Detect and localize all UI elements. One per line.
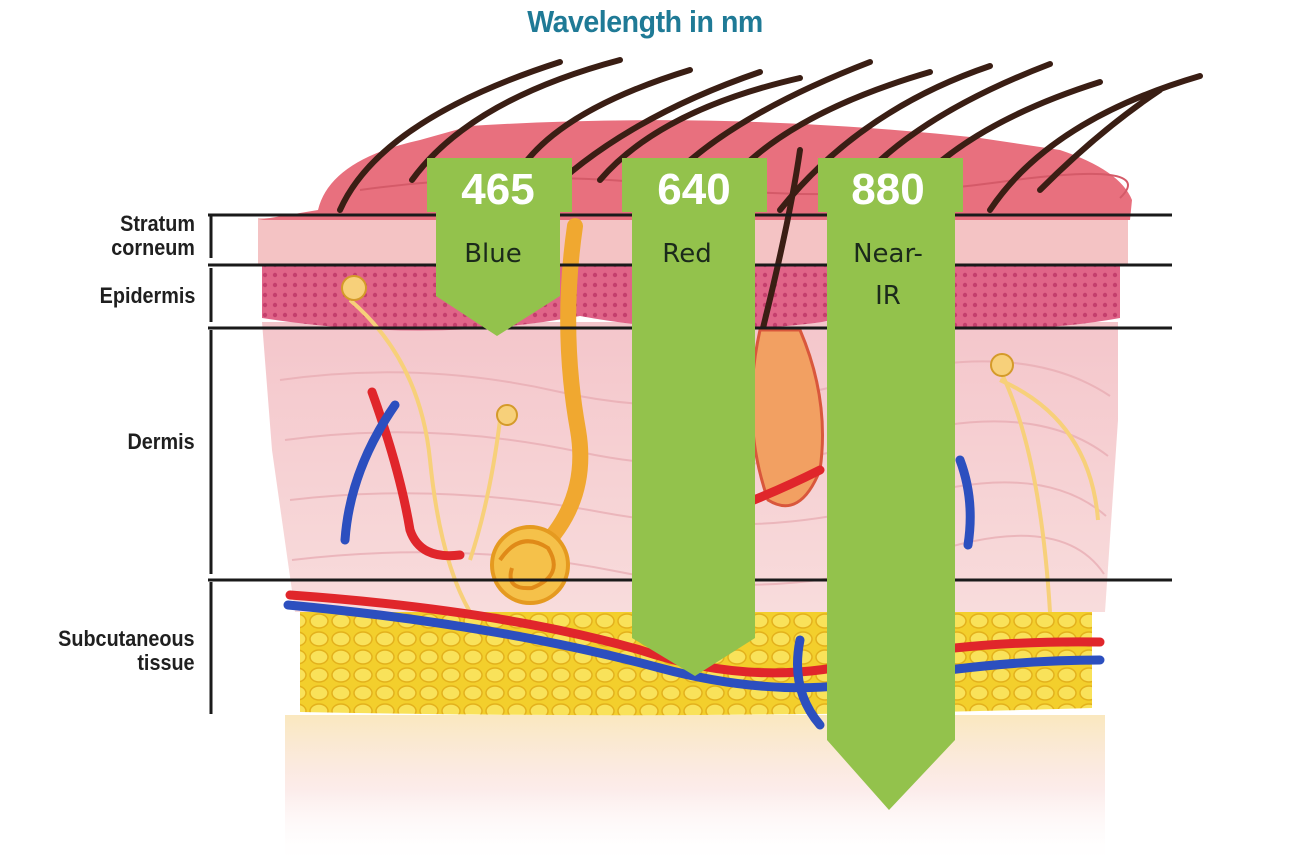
nerve-fibers [348, 298, 1100, 613]
sweat-gland-coil-detail [498, 539, 556, 591]
layer-label-epidermis: Epidermis [99, 283, 195, 308]
arrow-near-ir-label-line1: Near- [853, 239, 923, 269]
diagram-title: Wavelength in nm [527, 4, 763, 39]
sweat-gland-duct [532, 218, 589, 558]
arrow-near-ir-value: 880 [851, 165, 924, 214]
veins [283, 400, 1105, 730]
arrow-near-ir-shape [818, 158, 963, 810]
arrow-red-label: Red [662, 239, 711, 269]
arrow-red: 640 Red [622, 158, 767, 676]
layer-label-dermis: Dermis [127, 429, 195, 454]
arrow-near-ir: 880 Near- IR [818, 158, 963, 810]
arrow-blue-shape [427, 158, 572, 336]
skin-reflection [285, 715, 1105, 865]
arrow-red-value: 640 [657, 165, 730, 214]
arrow-near-ir-label-line2: IR [875, 281, 901, 311]
nerve-ending-right [990, 353, 1014, 377]
nerve-ending-left [341, 275, 367, 301]
layer-label-subcutaneous: Subcutaneous tissue [58, 626, 195, 675]
arrow-blue-label: Blue [464, 239, 522, 269]
arrow-blue-value: 465 [461, 165, 534, 214]
nerve-ending-mid [496, 404, 518, 426]
layer-label-stratum-corneum: Stratum corneum [111, 211, 195, 260]
arrow-blue: 465 Blue [427, 158, 572, 336]
arrow-red-shape [622, 158, 767, 676]
sweat-gland-coil [490, 525, 570, 605]
